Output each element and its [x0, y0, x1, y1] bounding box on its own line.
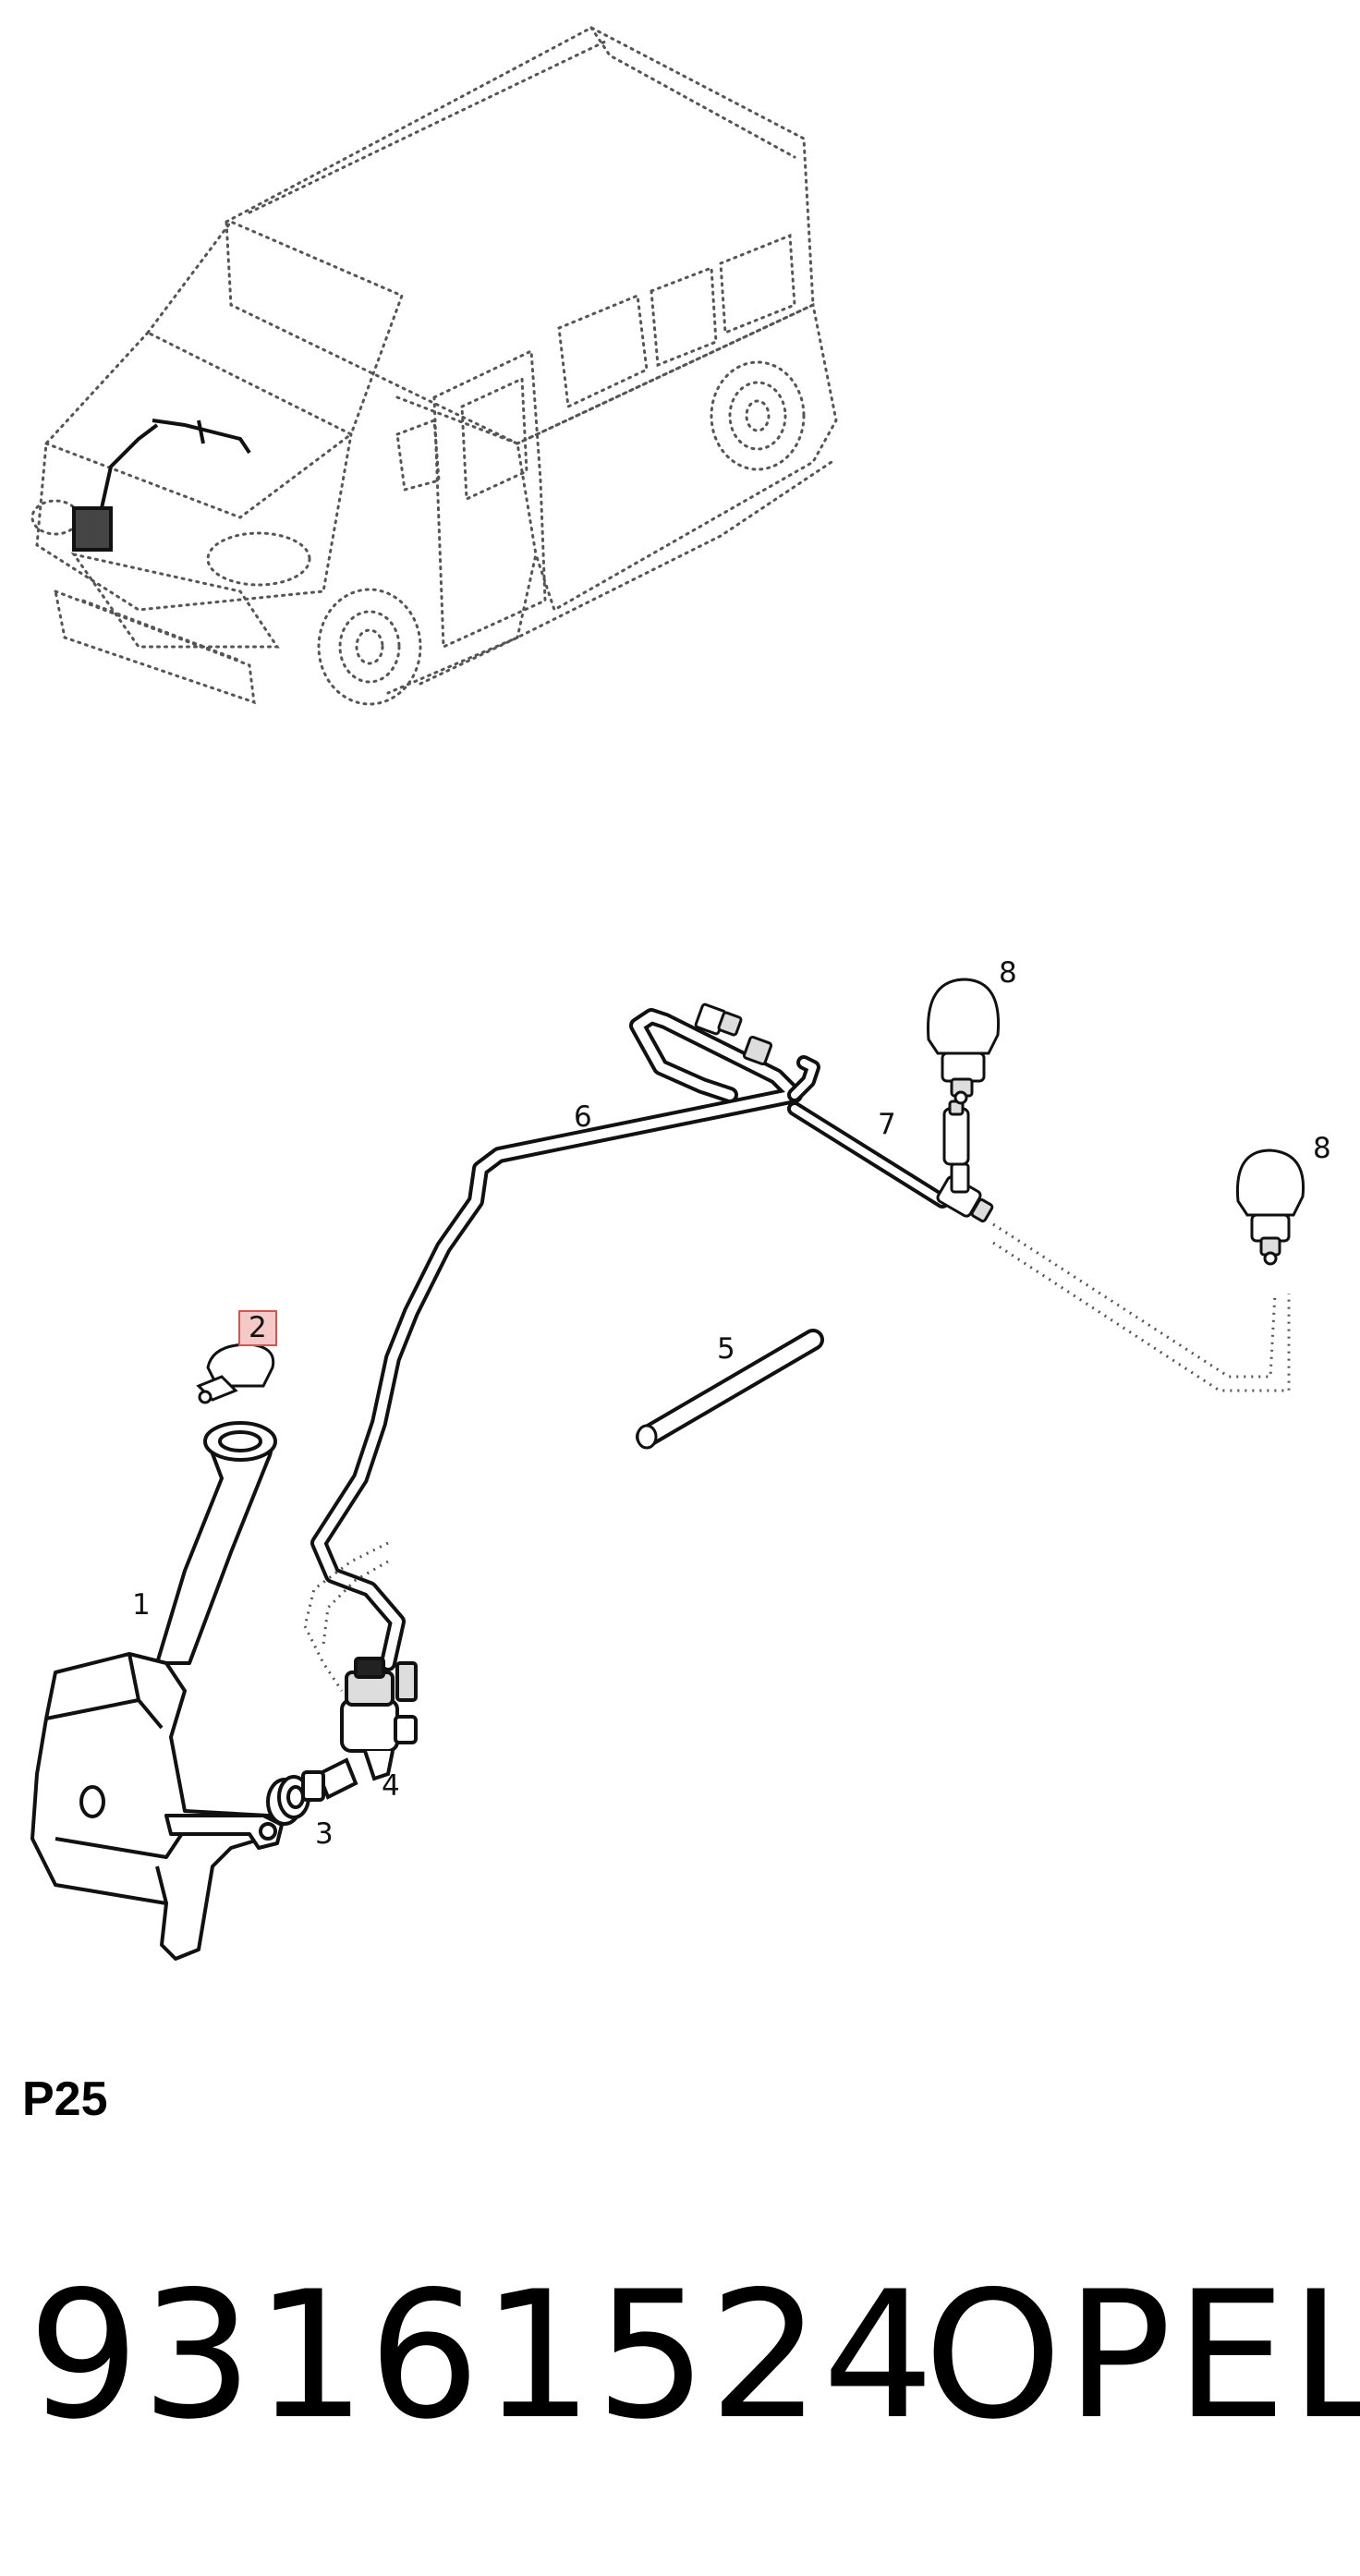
- hose-5: [636, 1329, 824, 1448]
- van-washer-highlight: [72, 419, 251, 552]
- callout-2[interactable]: 2: [238, 1310, 277, 1346]
- callout-6: 6: [574, 1100, 592, 1134]
- hose-6: [310, 1008, 820, 1671]
- hidden-hose-right: [992, 1222, 1291, 1392]
- hose-5-end: [636, 1424, 658, 1450]
- callout-3: 3: [315, 1817, 334, 1851]
- reservoir-1: [30, 1421, 284, 1961]
- callout-4: 4: [382, 1769, 400, 1803]
- nozzle-hose-short: [942, 1100, 970, 1166]
- van-outline: [30, 26, 838, 706]
- part-number: 93161524: [28, 2254, 937, 2458]
- t-piece: [936, 1162, 994, 1223]
- callout-8-right: 8: [1313, 1132, 1331, 1165]
- hose-7: [787, 1101, 950, 1209]
- diagram-code: P25: [22, 2072, 108, 2126]
- cap-2: [196, 1343, 275, 1404]
- callout-1: 1: [132, 1588, 151, 1622]
- callout-7: 7: [878, 1108, 896, 1141]
- callout-5: 5: [717, 1332, 735, 1366]
- hose-6-connector-right: [742, 1035, 773, 1066]
- brand-name: OPEL: [924, 2254, 1360, 2458]
- hose-6-connector-left: [694, 1002, 743, 1037]
- pump-4: [301, 1657, 418, 1802]
- nozzle-8-right: [1235, 1148, 1305, 1266]
- callout-8-top: 8: [999, 956, 1017, 990]
- nozzle-8-top: [927, 978, 1001, 1105]
